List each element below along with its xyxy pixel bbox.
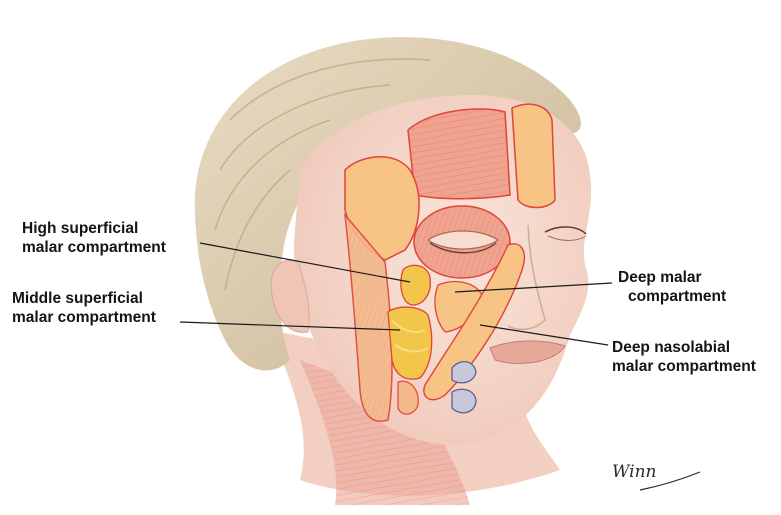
middle-superficial-malar-compartment bbox=[388, 307, 432, 379]
forehead-fat-pad bbox=[512, 104, 555, 207]
label-deep-nasolabial: Deep nasolabial malar compartment bbox=[612, 338, 756, 376]
label-line: compartment bbox=[618, 287, 726, 306]
label-line: High superficial bbox=[22, 219, 166, 238]
jowl-compartment-lower bbox=[452, 389, 476, 413]
artist-signature: Winn bbox=[612, 462, 657, 482]
label-deep-malar: Deep malar compartment bbox=[618, 268, 726, 306]
jowl-compartment-upper bbox=[452, 362, 476, 383]
label-line: malar compartment bbox=[22, 238, 166, 257]
label-line: Deep malar bbox=[618, 268, 726, 287]
label-line: Middle superficial bbox=[12, 289, 156, 308]
label-line: Deep nasolabial bbox=[612, 338, 756, 357]
label-high-superficial-malar: High superficial malar compartment bbox=[22, 219, 166, 257]
label-line: malar compartment bbox=[612, 357, 756, 376]
label-line: malar compartment bbox=[12, 308, 156, 327]
label-middle-superficial-malar: Middle superficial malar compartment bbox=[12, 289, 156, 327]
